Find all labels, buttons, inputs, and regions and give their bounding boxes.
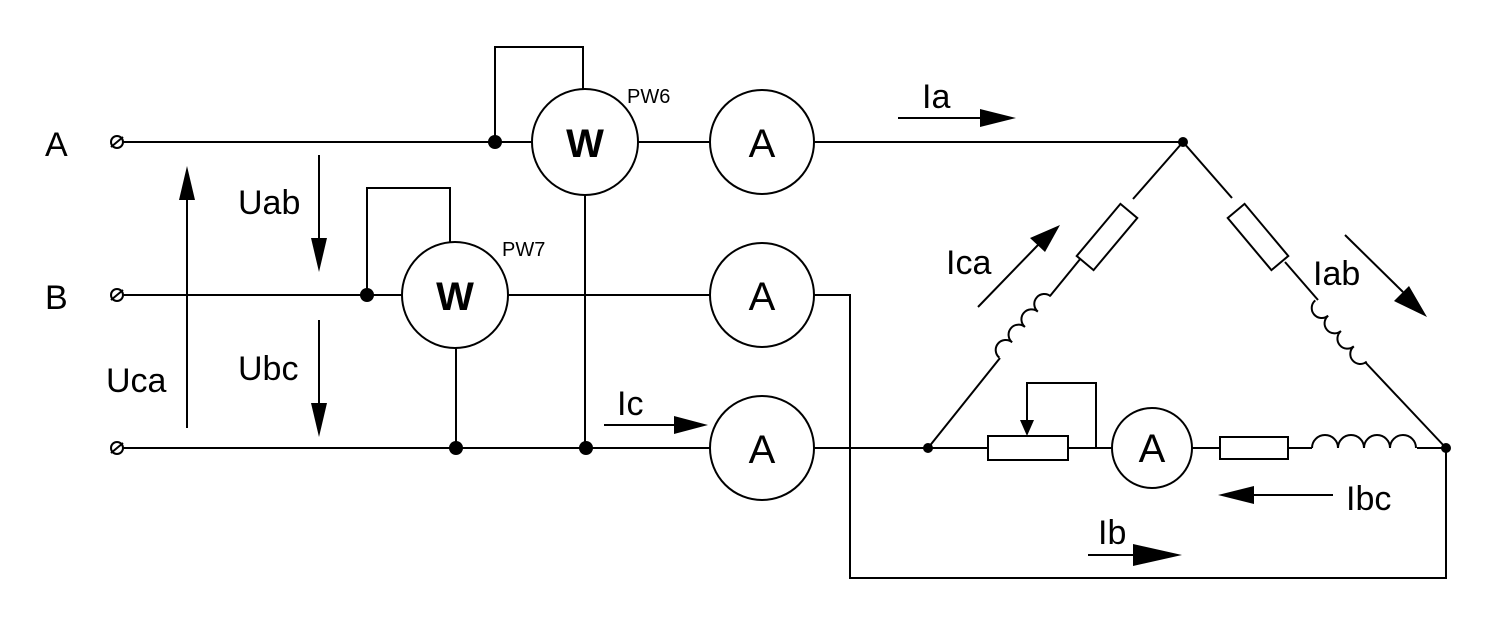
current-label-iab: Iab — [1313, 255, 1360, 293]
wattmeter-pw6: W — [531, 88, 639, 196]
ammeter-line-a-letter: A — [749, 122, 776, 166]
resistor-ca — [1075, 202, 1139, 272]
wattmeter-pw6-tag: PW6 — [627, 86, 670, 108]
ammeter-line-b: A — [709, 242, 815, 348]
wattmeter-pw7-letter: W — [436, 275, 474, 319]
inductor-ab — [1310, 299, 1368, 365]
rheostat-wiper-arrow — [1020, 420, 1034, 436]
terminal-a — [110, 135, 124, 149]
terminal-a-label: A — [45, 126, 68, 164]
ammeter-line-b-letter: A — [749, 275, 776, 319]
current-label-ibc: Ibc — [1346, 480, 1391, 518]
resistor-ab — [1226, 202, 1290, 272]
terminal-b-label: B — [45, 279, 68, 317]
current-label-ic: Ic — [617, 385, 643, 423]
wattmeter-pw7: W — [401, 241, 509, 349]
resistor-bc — [1219, 436, 1289, 460]
wattmeter-pw7-tag: PW7 — [502, 239, 545, 261]
ammeter-phase-bc: A — [1111, 407, 1193, 489]
voltage-label-uca: Uca — [106, 362, 167, 400]
junction-nodes — [360, 135, 1451, 455]
voltage-arrow-uab — [311, 155, 327, 272]
wattmeter-pw6-letter: W — [566, 122, 604, 166]
current-arrow-ib — [1088, 544, 1182, 566]
voltage-label-uab: Uab — [238, 184, 300, 222]
terminal-c — [110, 441, 124, 455]
current-arrow-ia — [898, 109, 1016, 127]
current-arrow-ica — [977, 225, 1060, 308]
current-arrow-iab — [1344, 234, 1427, 317]
voltage-label-ubc: Ubc — [238, 350, 298, 388]
current-arrow-ic — [604, 416, 708, 434]
current-label-ica: Ica — [946, 244, 991, 282]
ammeter-phase-bc-letter: A — [1139, 427, 1166, 471]
ammeter-line-c: A — [709, 395, 815, 501]
current-arrow-ibc — [1218, 486, 1333, 504]
inductor-bc — [1311, 434, 1417, 449]
current-label-ib: Ib — [1098, 514, 1126, 552]
ammeter-line-a: A — [709, 89, 815, 195]
voltage-arrow-uca — [179, 166, 195, 428]
current-label-ia: Ia — [922, 78, 950, 116]
voltage-arrow-ubc — [311, 320, 327, 437]
inductor-ca — [994, 293, 1052, 359]
terminal-b — [110, 288, 124, 302]
ammeter-line-c-letter: A — [749, 428, 776, 472]
rheostat-bc — [987, 435, 1069, 461]
